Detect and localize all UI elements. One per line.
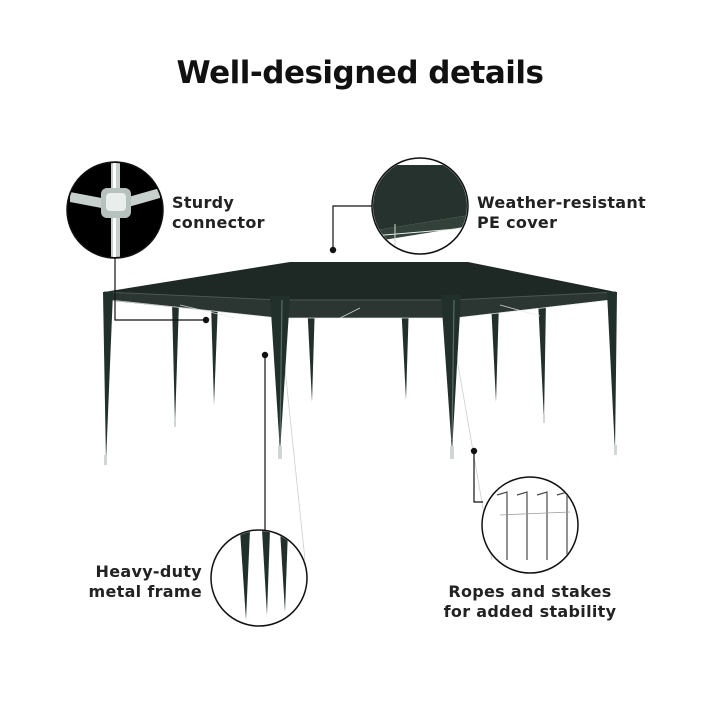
- frame-label: Heavy-duty metal frame: [60, 562, 202, 602]
- frame-label-line1: Heavy-duty: [95, 562, 202, 581]
- connector-label-line2: connector: [172, 213, 265, 232]
- front-poles: [103, 292, 617, 462]
- cover-label: Weather-resistant PE cover: [477, 193, 646, 233]
- guy-ropes: [281, 329, 493, 561]
- cover-label-line2: PE cover: [477, 213, 558, 232]
- leader-dots: [202, 246, 478, 455]
- pole-feet: [104, 414, 617, 465]
- stakes-label-line2: for added stability: [443, 602, 617, 621]
- cover-detail-circle: [371, 157, 469, 255]
- frame-detail-circle: [210, 529, 308, 627]
- stakes-label: Ropes and stakes for added stability: [430, 582, 630, 622]
- connector-detail-circle: [66, 161, 164, 259]
- connector-label: Sturdy connector: [172, 193, 265, 233]
- stakes-label-line1: Ropes and stakes: [448, 582, 612, 601]
- canopy-roof: [103, 262, 617, 319]
- cover-label-line1: Weather-resistant: [477, 193, 647, 212]
- page-title: Well-designed details: [176, 55, 544, 91]
- frame-label-line2: metal frame: [88, 582, 202, 601]
- back-poles: [172, 300, 546, 425]
- stakes-detail-circle: [481, 476, 579, 574]
- connector-label-line1: Sturdy: [172, 193, 235, 212]
- leader-lines: [114, 205, 483, 530]
